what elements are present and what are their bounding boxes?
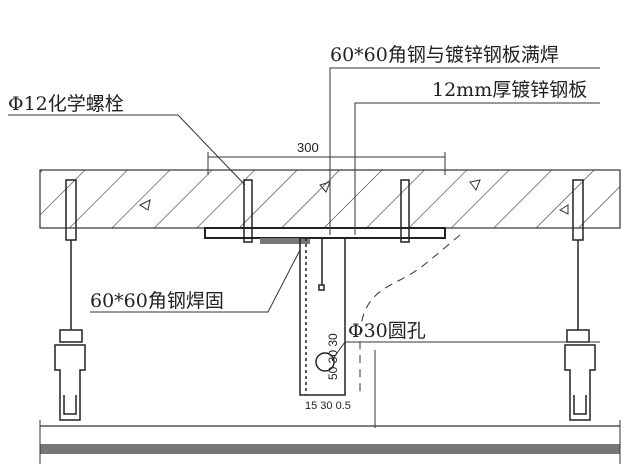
- chemical-bolts: [59, 179, 590, 343]
- hole-note-label: Φ30圆孔: [348, 320, 426, 342]
- angle-note-label: 60*60角钢焊固: [90, 290, 224, 312]
- dimension-300: [207, 152, 446, 175]
- bolt-note-label: Φ12化学螺栓: [8, 93, 124, 115]
- plate-width-dimension: 300: [297, 140, 319, 155]
- plate-note-label: 12mm厚镀锌钢板: [432, 79, 588, 101]
- bottom-dimensions: 15 30 0.5: [305, 400, 351, 412]
- leader-lines: [8, 67, 600, 361]
- keel-channels: [54, 344, 596, 421]
- angle-steel: [299, 237, 346, 396]
- ceiling-board: [40, 444, 620, 454]
- dashed-profile: [359, 234, 461, 395]
- vertical-dimensions: 50 30 30: [326, 333, 340, 380]
- weld-note-label: 60*60角钢与镀锌钢板满焊: [330, 44, 559, 66]
